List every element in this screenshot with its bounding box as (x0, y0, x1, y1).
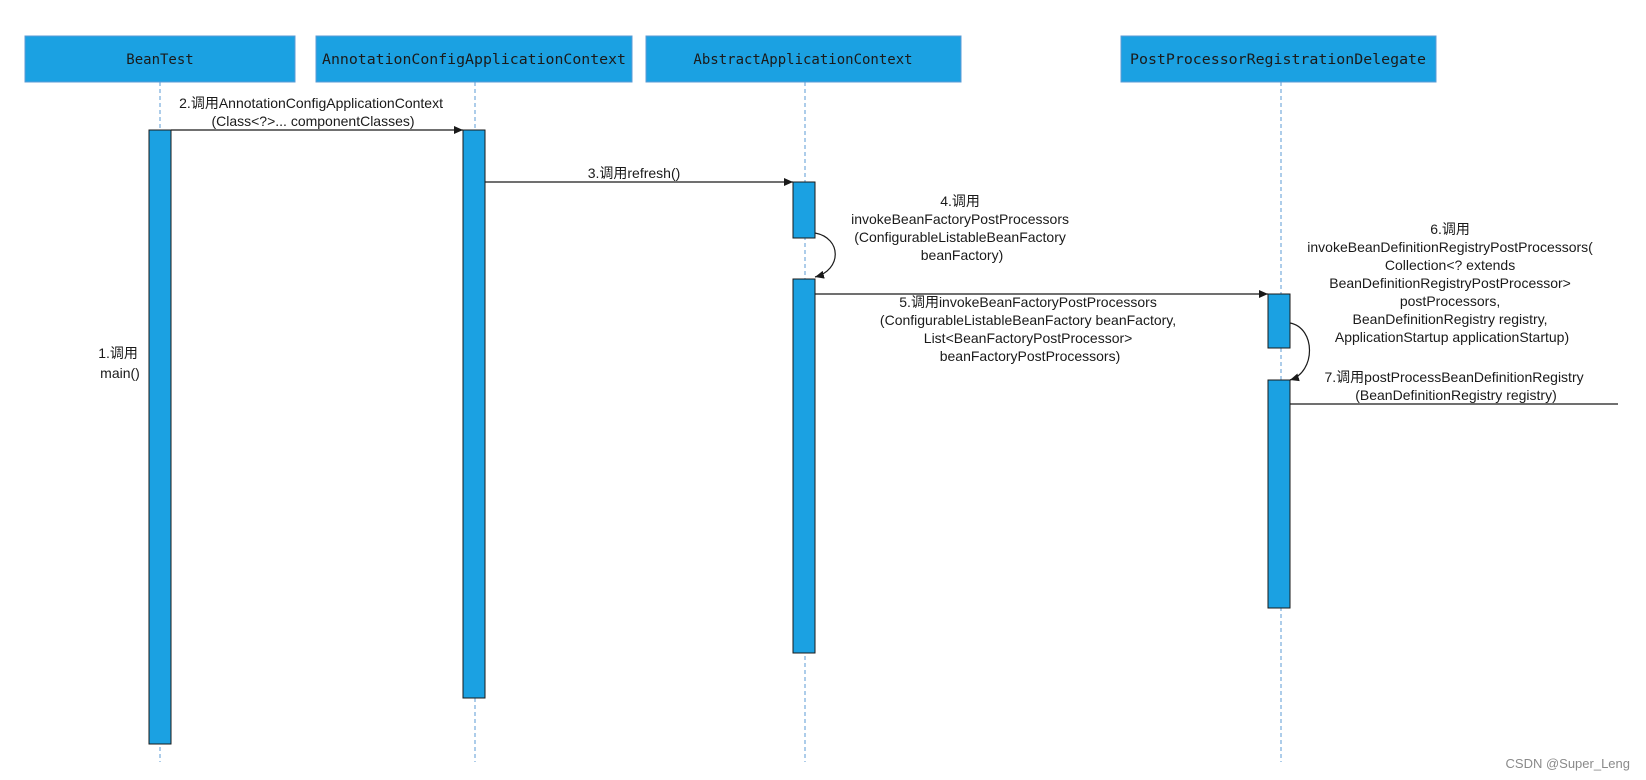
participant-abstractapplicationcontext: AbstractApplicationContext (645, 35, 962, 83)
message-line: 3.调用refresh() (588, 165, 681, 181)
lifelines (159, 82, 1282, 762)
message-label-m7: 7.调用postProcessBeanDefinitionRegistry (B… (1324, 369, 1587, 403)
arrow-m4-self (814, 232, 836, 279)
participant-box (1120, 35, 1437, 83)
message-line: 2.调用AnnotationConfigApplicationContext (179, 95, 443, 111)
message-label-m4: 4.调用 invokeBeanFactoryPostProcessors (Co… (851, 193, 1073, 263)
participant-beantest: BeanTest (24, 35, 296, 83)
participant-box (315, 35, 633, 83)
participant-box (645, 35, 962, 83)
participant-label: BeanTest (126, 52, 193, 68)
participant-label: AnnotationConfigApplicationContext (322, 52, 626, 68)
message-line: beanFactoryPostProcessors) (940, 348, 1121, 364)
activation-abstractapplicationcontext-refresh (792, 181, 816, 239)
arrow-m6-self (1289, 322, 1311, 382)
message-line: BeanDefinitionRegistryPostProcessor> (1329, 275, 1571, 291)
message-line: 6.调用 (1430, 221, 1470, 237)
activation-abstractapplicationcontext-invoke (792, 278, 816, 654)
participant-annotationconfigapplicationcontext: AnnotationConfigApplicationContext (315, 35, 633, 83)
message-line: (ConfigurableListableBeanFactory (854, 229, 1066, 245)
message-arrows (171, 126, 1618, 405)
participant-label: AbstractApplicationContext (693, 52, 912, 68)
message-label-m2: 2.调用AnnotationConfigApplicationContext (… (179, 95, 447, 129)
message-label-m1: 1.调用 main() (98, 345, 142, 381)
message-line: Collection<? extends (1385, 257, 1515, 273)
participant-box (24, 35, 296, 83)
message-line: main() (100, 365, 140, 381)
message-labels: 1.调用 main() 2.调用AnnotationConfigApplicat… (98, 95, 1596, 403)
participant-label: PostProcessorRegistrationDelegate (1130, 52, 1426, 68)
message-line: 1.调用 (98, 345, 138, 361)
activation-postprocessorregistrationdelegate-registry (1267, 379, 1291, 609)
message-line: invokeBeanFactoryPostProcessors (851, 211, 1069, 227)
activation-annotationconfigapplicationcontext (462, 129, 486, 699)
message-line: (Class<?>... componentClasses) (211, 113, 414, 129)
watermark-text: CSDN @Super_Leng (1506, 756, 1630, 771)
message-line: 5.调用invokeBeanFactoryPostProcessors (899, 294, 1157, 310)
message-line: 4.调用 (940, 193, 980, 209)
activation-postprocessorregistrationdelegate-invoke (1267, 293, 1291, 349)
activations (148, 129, 1291, 745)
message-line: beanFactory) (921, 247, 1003, 263)
message-line: ApplicationStartup applicationStartup) (1335, 329, 1569, 345)
message-line: postProcessors, (1400, 293, 1500, 309)
message-line: invokeBeanDefinitionRegistryPostProcesso… (1307, 239, 1593, 255)
message-line: BeanDefinitionRegistry registry, (1353, 311, 1548, 327)
message-label-m6: 6.调用 invokeBeanDefinitionRegistryPostPro… (1307, 221, 1596, 345)
participant-postprocessorregistrationdelegate: PostProcessorRegistrationDelegate (1120, 35, 1437, 83)
message-line: List<BeanFactoryPostProcessor> (924, 330, 1133, 346)
activation-beantest (148, 129, 172, 745)
message-label-m5: 5.调用invokeBeanFactoryPostProcessors (Con… (880, 294, 1180, 364)
message-line: (ConfigurableListableBeanFactory beanFac… (880, 312, 1176, 328)
message-label-m3: 3.调用refresh() (588, 165, 681, 181)
message-line: (BeanDefinitionRegistry registry) (1355, 387, 1557, 403)
message-line: 7.调用postProcessBeanDefinitionRegistry (1324, 369, 1583, 385)
